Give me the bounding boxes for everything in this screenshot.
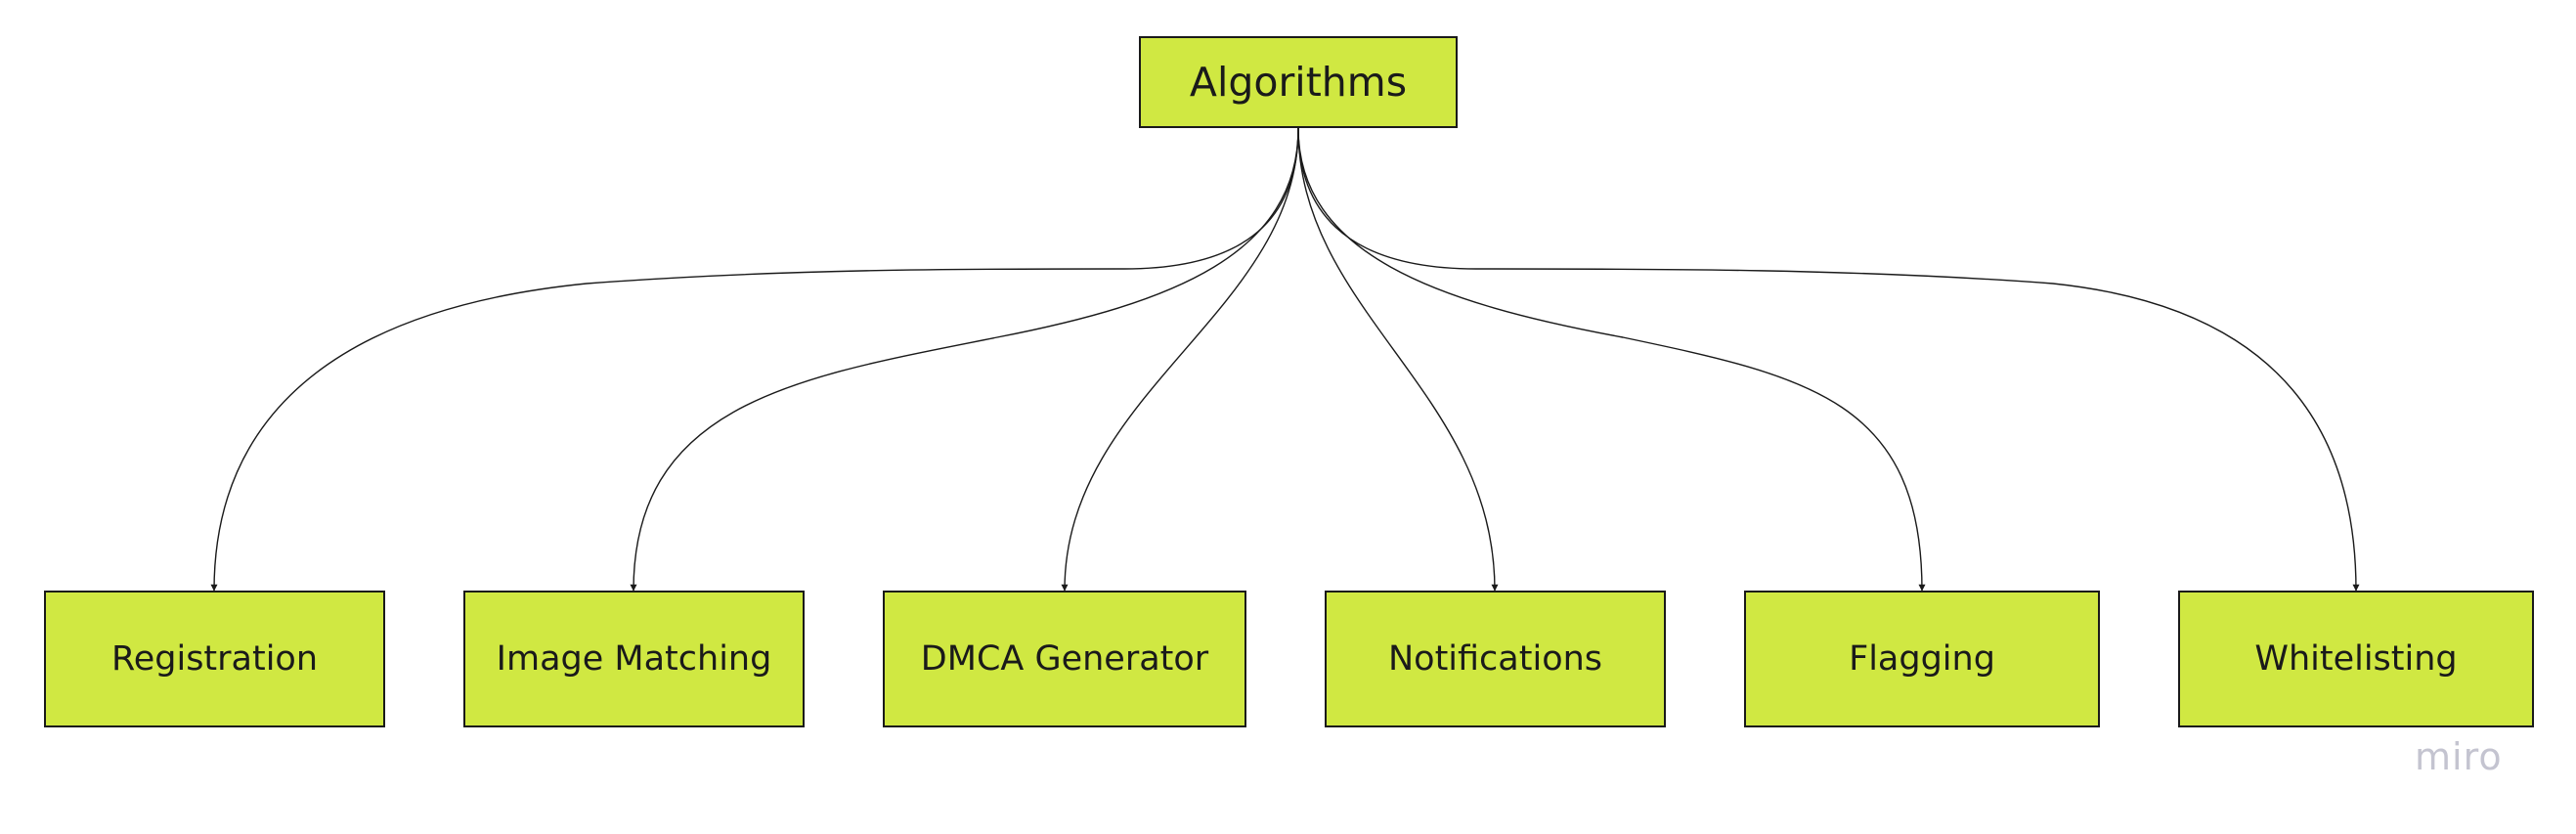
child-node-image-matching[interactable]: Image Matching [463, 591, 805, 727]
child-node-label: Image Matching [496, 639, 772, 679]
child-node-notifications[interactable]: Notifications [1325, 591, 1666, 727]
child-node-dmca-generator[interactable]: DMCA Generator [883, 591, 1246, 727]
connector-registration [210, 127, 1299, 592]
connector-whitelisting [1297, 127, 2360, 592]
child-node-label: Notifications [1387, 639, 1603, 679]
child-node-registration[interactable]: Registration [44, 591, 385, 727]
child-node-whitelisting[interactable]: Whitelisting [2178, 591, 2534, 727]
child-node-label: Registration [110, 639, 319, 679]
child-node-label: Whitelisting [2254, 639, 2458, 679]
child-node-flagging[interactable]: Flagging [1744, 591, 2100, 727]
child-node-label: DMCA Generator [920, 639, 1209, 679]
miro-watermark: miro [2415, 735, 2503, 778]
connector-image-matching [630, 127, 1299, 592]
root-node-algorithms[interactable]: Algorithms [1139, 36, 1458, 128]
root-node-label: Algorithms [1189, 59, 1408, 106]
connector-dmca-generator [1061, 127, 1299, 592]
connector-notifications [1297, 127, 1499, 592]
connector-flagging [1297, 127, 1926, 592]
child-node-label: Flagging [1849, 639, 1995, 679]
